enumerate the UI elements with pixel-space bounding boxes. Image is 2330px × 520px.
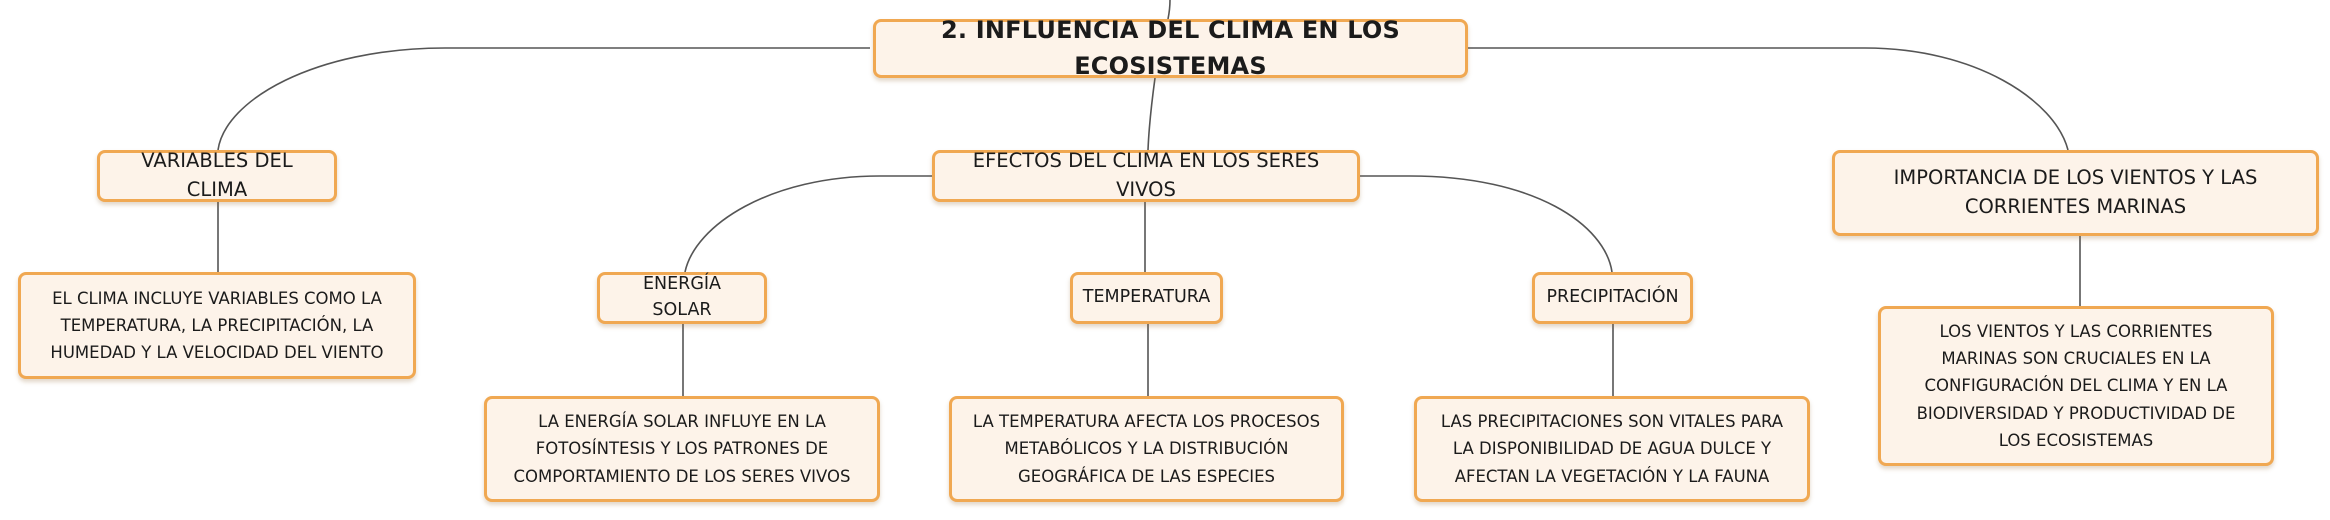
node-precipitacion-detail[interactable]: LAS PRECIPITACIONES SON VITALES PARA LA … <box>1414 396 1810 502</box>
connector-efectos-to-energia <box>684 175 932 273</box>
node-precipitacion-detail-text: LAS PRECIPITACIONES SON VITALES PARA LA … <box>1440 412 1784 486</box>
connector-root-to-vientos <box>1465 47 2069 151</box>
node-temperatura[interactable]: TEMPERATURA <box>1070 272 1223 324</box>
root-node[interactable]: 2. INFLUENCIA DEL CLIMA EN LOS ECOSISTEM… <box>873 16 1468 80</box>
node-importancia-vientos-label: IMPORTANCIA DE LOS VIENTOS Y LAS CORRIEN… <box>1893 166 2258 218</box>
node-temperatura-label: TEMPERATURA <box>1082 287 1211 308</box>
node-importancia-vientos-detail[interactable]: LOS VIENTOS Y LAS CORRIENTES MARINAS SON… <box>1878 306 2274 466</box>
node-precipitacion[interactable]: PRECIPITACIÓN <box>1532 272 1693 324</box>
node-importancia-vientos-detail-text: LOS VIENTOS Y LAS CORRIENTES MARINAS SON… <box>1916 321 2236 450</box>
node-energia-solar-detail-text: LA ENERGÍA SOLAR INFLUYE EN LA FOTOSÍNTE… <box>513 412 851 486</box>
connector-efectos-to-precipitacion <box>1360 175 1613 273</box>
node-efectos-del-clima[interactable]: EFECTOS DEL CLIMA EN LOS SERES VIVOS <box>932 149 1360 202</box>
node-variables-detail[interactable]: EL CLIMA INCLUYE VARIABLES COMO LA TEMPE… <box>18 272 416 379</box>
connector-parent-to-root <box>1167 0 1171 20</box>
root-node-label: 2. INFLUENCIA DEL CLIMA EN LOS ECOSISTEM… <box>940 15 1401 80</box>
node-energia-solar-detail[interactable]: LA ENERGÍA SOLAR INFLUYE EN LA FOTOSÍNTE… <box>484 396 880 502</box>
node-temperatura-detail[interactable]: LA TEMPERATURA AFECTA LOS PROCESOS METAB… <box>949 396 1344 502</box>
node-temperatura-detail-text: LA TEMPERATURA AFECTA LOS PROCESOS METAB… <box>972 412 1321 486</box>
connector-root-to-efectos <box>1147 77 1156 151</box>
node-efectos-del-clima-label: EFECTOS DEL CLIMA EN LOS SERES VIVOS <box>972 149 1320 201</box>
node-energia-solar[interactable]: ENERGÍA SOLAR <box>597 272 767 324</box>
node-variables-del-clima-label: VARIABLES DEL CLIMA <box>141 149 293 201</box>
node-energia-solar-label: ENERGÍA SOLAR <box>642 274 722 320</box>
connector-root-to-variables <box>217 47 870 151</box>
node-precipitacion-label: PRECIPITACIÓN <box>1546 287 1679 308</box>
node-variables-del-clima[interactable]: VARIABLES DEL CLIMA <box>97 149 337 202</box>
node-variables-detail-text: EL CLIMA INCLUYE VARIABLES COMO LA TEMPE… <box>50 288 384 363</box>
node-importancia-vientos[interactable]: IMPORTANCIA DE LOS VIENTOS Y LAS CORRIEN… <box>1832 150 2319 236</box>
